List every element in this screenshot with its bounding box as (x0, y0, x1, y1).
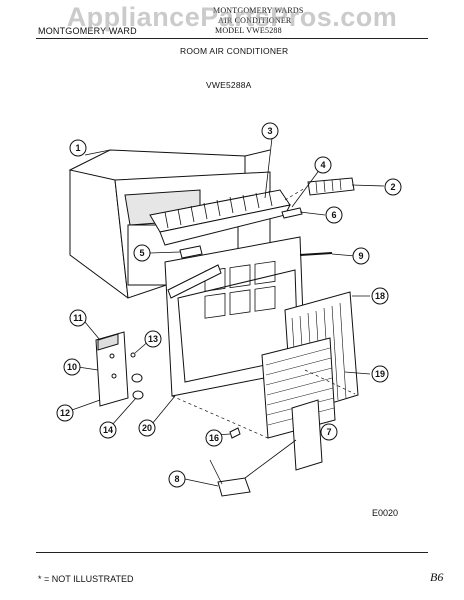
not-illustrated-note: * = NOT ILLUSTRATED (38, 574, 134, 584)
callout-19: 19 (375, 369, 385, 379)
control-knobs-part (131, 373, 144, 400)
header-rule (36, 38, 428, 39)
louver-lever-part (179, 245, 203, 259)
header-brand-left: MONTGOMERY WARD (38, 26, 137, 36)
footer-rule (36, 552, 428, 553)
control-panel-part (95, 331, 129, 407)
watermark: AppliancePartsPros.com (66, 2, 398, 32)
louver-assembly-part (149, 189, 291, 246)
callout-20: 20 (142, 423, 152, 433)
model-number: VWE5288A (206, 80, 252, 90)
callout-9: 9 (358, 251, 363, 261)
knob-bracket-part (217, 477, 251, 497)
drawing-code: E0020 (372, 508, 399, 518)
page-number: B6 (430, 570, 444, 584)
louver-pin-part (281, 207, 303, 219)
header-brand-line-3: MODEL VWE5288 (215, 26, 282, 35)
side-panel-part (291, 399, 323, 471)
louver-bar-part (307, 177, 355, 196)
callout-13: 13 (148, 334, 158, 344)
callout-16: 16 (209, 433, 219, 443)
callout-5: 5 (139, 248, 144, 258)
callout-18: 18 (375, 291, 385, 301)
callout-14: 14 (103, 425, 113, 435)
callout-1: 1 (75, 143, 80, 153)
callout-11: 11 (73, 313, 83, 323)
callout-4: 4 (320, 160, 325, 170)
page-title: ROOM AIR CONDITIONER (180, 46, 289, 56)
callout-8: 8 (174, 474, 179, 484)
header-brand-line-1: MONTGOMERY WARDS (213, 6, 304, 15)
callout-3: 3 (267, 126, 272, 136)
screw-part (130, 352, 136, 358)
callout-7: 7 (326, 427, 331, 437)
callout-6: 6 (331, 210, 336, 220)
header-brand-line-2: AIR CONDITIONER (218, 16, 292, 25)
callout-12: 12 (60, 408, 70, 418)
callout-10: 10 (67, 362, 77, 372)
clip-part (229, 427, 241, 439)
callout-2: 2 (390, 182, 395, 192)
rod-part (299, 252, 333, 256)
